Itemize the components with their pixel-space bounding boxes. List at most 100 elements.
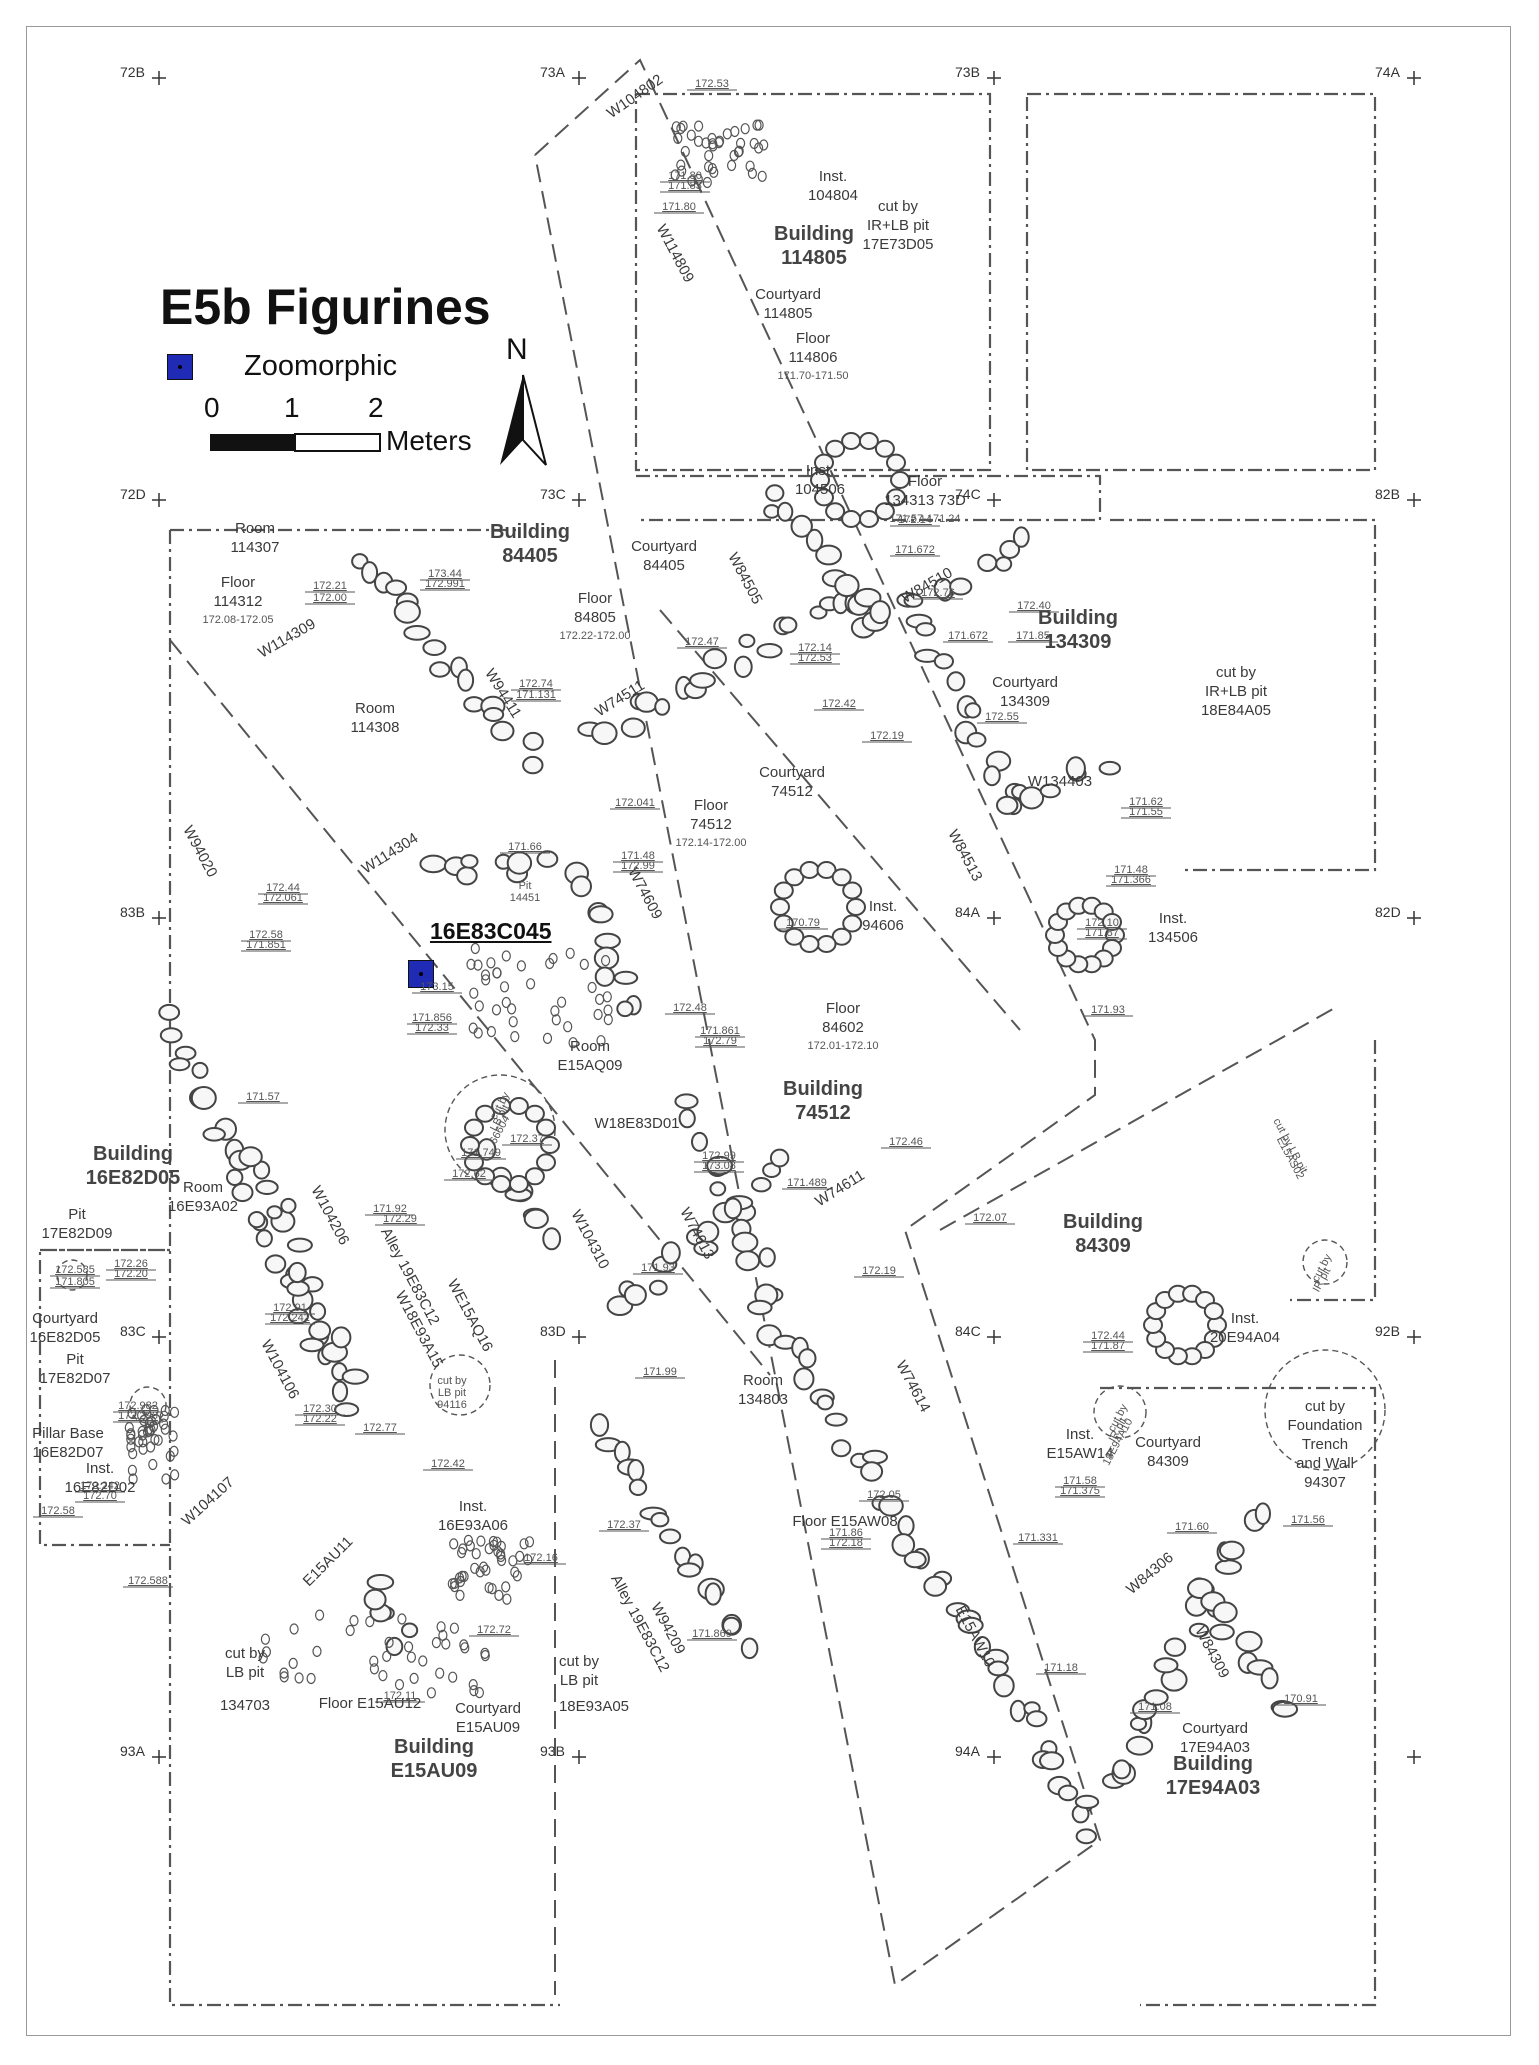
wall-stone xyxy=(158,1003,181,1021)
elevation-label: 171.57 xyxy=(246,1091,280,1103)
area-label: Courtyard xyxy=(759,764,825,781)
wall-stone xyxy=(1025,1710,1048,1728)
pebble xyxy=(676,159,686,171)
wall-stone xyxy=(588,905,614,924)
pebble xyxy=(315,1609,325,1621)
pebble xyxy=(378,1669,388,1682)
area-label: IR+LB pit xyxy=(1204,683,1268,700)
wall-stone xyxy=(903,1550,927,1569)
area-label: cut by xyxy=(1304,1398,1346,1415)
area-label: 134313 73D xyxy=(884,492,966,509)
building-outline xyxy=(939,1004,1341,1231)
area-label: Inst. xyxy=(1158,910,1188,927)
wall-stone xyxy=(429,661,451,678)
elevation-label: 172.44 xyxy=(266,882,300,894)
wall-stone xyxy=(738,633,756,649)
area-label: 16E82D05 xyxy=(29,1329,101,1346)
area-label: 74512 xyxy=(771,783,813,800)
wall-stone xyxy=(542,1227,562,1251)
area-label: Floor E15AU12 xyxy=(318,1695,422,1712)
wall-stone xyxy=(696,1220,720,1243)
pebble xyxy=(345,1624,355,1637)
wall-stone xyxy=(862,1449,888,1465)
pebble xyxy=(704,150,714,162)
area-label: Trench xyxy=(1301,1436,1349,1453)
wall-stone xyxy=(393,600,421,624)
pebble xyxy=(168,1430,178,1442)
elevation-range: 172.22-172.00 xyxy=(559,630,631,642)
pebble xyxy=(707,132,717,145)
pebble xyxy=(160,1423,170,1435)
building-id: 84309 xyxy=(1075,1235,1131,1257)
wall-stone xyxy=(650,1512,670,1528)
pebble xyxy=(510,1030,520,1043)
elevation-label: 171.856 xyxy=(412,1012,452,1024)
wall-stone xyxy=(266,1205,283,1220)
installation-stone xyxy=(886,453,906,472)
elevation-label: 171.80 xyxy=(668,170,702,182)
wall-stone xyxy=(1012,526,1030,548)
area-label: Pillar Base xyxy=(32,1425,104,1442)
elevation-label: 172.21 xyxy=(313,580,347,592)
area-label: 114308 xyxy=(350,719,400,736)
area-label: Floor xyxy=(693,797,729,814)
elevation-label: 172.19 xyxy=(870,730,904,742)
wall-stone xyxy=(1125,1735,1154,1756)
map-title: E5b Figurines xyxy=(160,279,491,335)
pebble xyxy=(150,1433,160,1446)
elevation-label: 171.366 xyxy=(1111,874,1151,886)
area-label: 114806 xyxy=(788,349,838,366)
elevation-label: 172.18 xyxy=(829,1537,863,1549)
wall-stone xyxy=(1212,1601,1238,1624)
grid-label: 82D xyxy=(1375,904,1401,920)
installation-stone xyxy=(508,1175,529,1193)
elevation-label: 171.869 xyxy=(692,1628,732,1640)
wall-stone xyxy=(860,1461,884,1482)
wall-stone xyxy=(202,1127,226,1142)
wall-stone xyxy=(159,1027,183,1044)
wall-stone xyxy=(790,514,813,538)
wall-stone xyxy=(769,1148,790,1168)
pebble xyxy=(127,1464,137,1476)
installation-stone xyxy=(874,439,895,458)
pebble xyxy=(678,120,688,132)
wall-stone xyxy=(334,1402,360,1417)
wall-stone xyxy=(616,1000,634,1018)
pebble xyxy=(294,1672,304,1684)
wall-stone xyxy=(1218,1540,1245,1561)
pebble xyxy=(457,1546,467,1559)
elevation-label: 171.131 xyxy=(516,689,556,701)
pebble xyxy=(729,149,739,162)
wall-stone xyxy=(999,540,1021,559)
pebble xyxy=(671,121,681,133)
area-label: 84805 xyxy=(574,609,616,626)
elevation-label: 172.00 xyxy=(313,592,347,604)
wall-stone xyxy=(661,1241,681,1265)
elevation-label: 172.53 xyxy=(695,78,729,90)
pebble xyxy=(261,1646,271,1658)
pebble xyxy=(680,145,690,158)
wall-stone xyxy=(366,1574,395,1591)
wall-stone xyxy=(506,851,533,875)
pebble xyxy=(542,1032,553,1045)
elevation-label: 172.20 xyxy=(114,1268,148,1280)
pebble xyxy=(565,947,575,959)
wall-stone xyxy=(287,1308,309,1325)
installation-stone xyxy=(841,510,862,528)
installation-stone xyxy=(799,861,820,879)
area-label: LB pit xyxy=(225,1664,265,1681)
area-label: E15AW14 xyxy=(1046,1445,1114,1462)
elevation-label: 172.11 xyxy=(383,1690,417,1702)
zoomorphic-figurine-marker[interactable] xyxy=(408,960,434,988)
elevation-label: 171.48 xyxy=(1114,864,1148,876)
pebble xyxy=(469,987,479,999)
elevation-label: 172.37 xyxy=(607,1519,641,1531)
wall-stone xyxy=(287,1261,307,1284)
wall-stone xyxy=(957,1616,984,1634)
wall-stone xyxy=(1075,1828,1098,1845)
area-label: Courtyard xyxy=(755,286,821,303)
grid-label: 73B xyxy=(955,64,980,80)
wall-stone xyxy=(915,622,936,637)
area-label: 134803 xyxy=(737,1391,789,1408)
wall-stone xyxy=(247,1211,266,1229)
